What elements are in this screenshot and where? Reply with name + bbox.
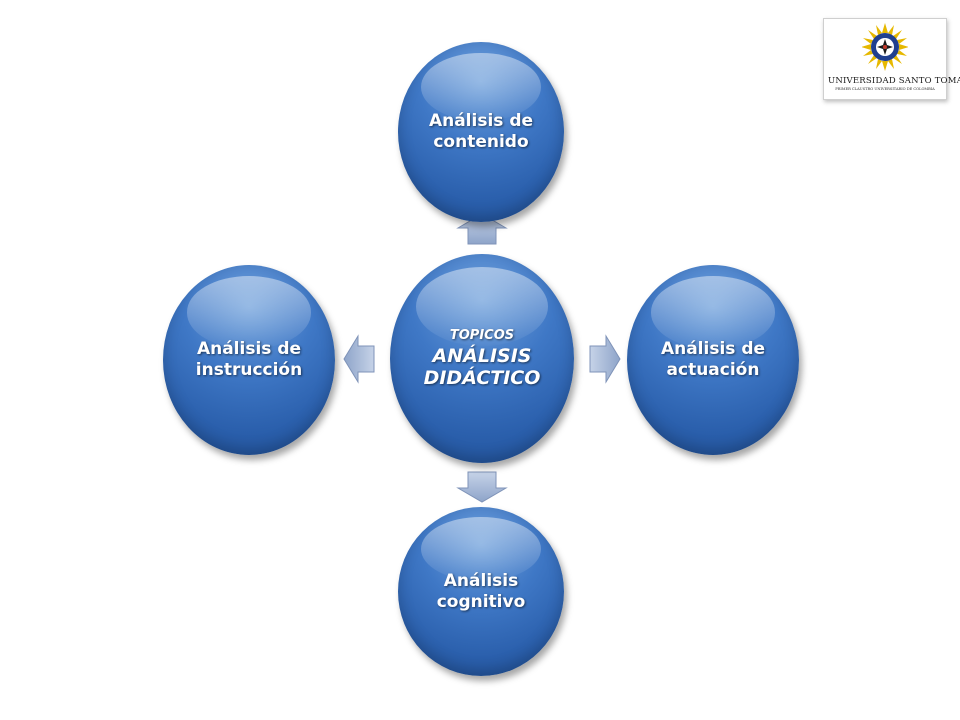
- arrow-up: [456, 213, 508, 245]
- seal-icon: [862, 23, 908, 71]
- node-analisis-instruccion: Análisis de instrucción: [163, 265, 335, 455]
- node-analisis-actuacion: Análisis de actuación: [627, 265, 799, 455]
- node-center-analisis-didactico: TOPICOS ANÁLISIS DIDÁCTICO: [390, 254, 574, 463]
- node-label: Análisis de actuación: [660, 339, 766, 380]
- node-analisis-contenido: Análisis de contenido: [398, 42, 564, 222]
- arrow-right: [589, 334, 621, 384]
- node-analisis-cognitivo: Análisis cognitivo: [398, 507, 564, 676]
- node-label: Análisis cognitivo: [436, 570, 526, 612]
- center-small-label: TOPICOS: [449, 328, 515, 343]
- logo-wordmark: UNIVERSIDAD SANTO TOMAS: [828, 76, 960, 86]
- center-label: ANÁLISIS DIDÁCTICO: [423, 345, 541, 389]
- logo-subtitle: PRIMER CLAUSTRO UNIVERSITARIO DE COLOMBI…: [835, 87, 935, 91]
- node-label: Análisis de instrucción: [195, 339, 303, 380]
- node-label: Análisis de contenido: [428, 111, 534, 152]
- university-logo: UNIVERSIDAD SANTO TOMAS PRIMER CLAUSTRO …: [823, 18, 960, 100]
- arrow-down: [456, 471, 508, 503]
- arrow-left: [343, 334, 375, 384]
